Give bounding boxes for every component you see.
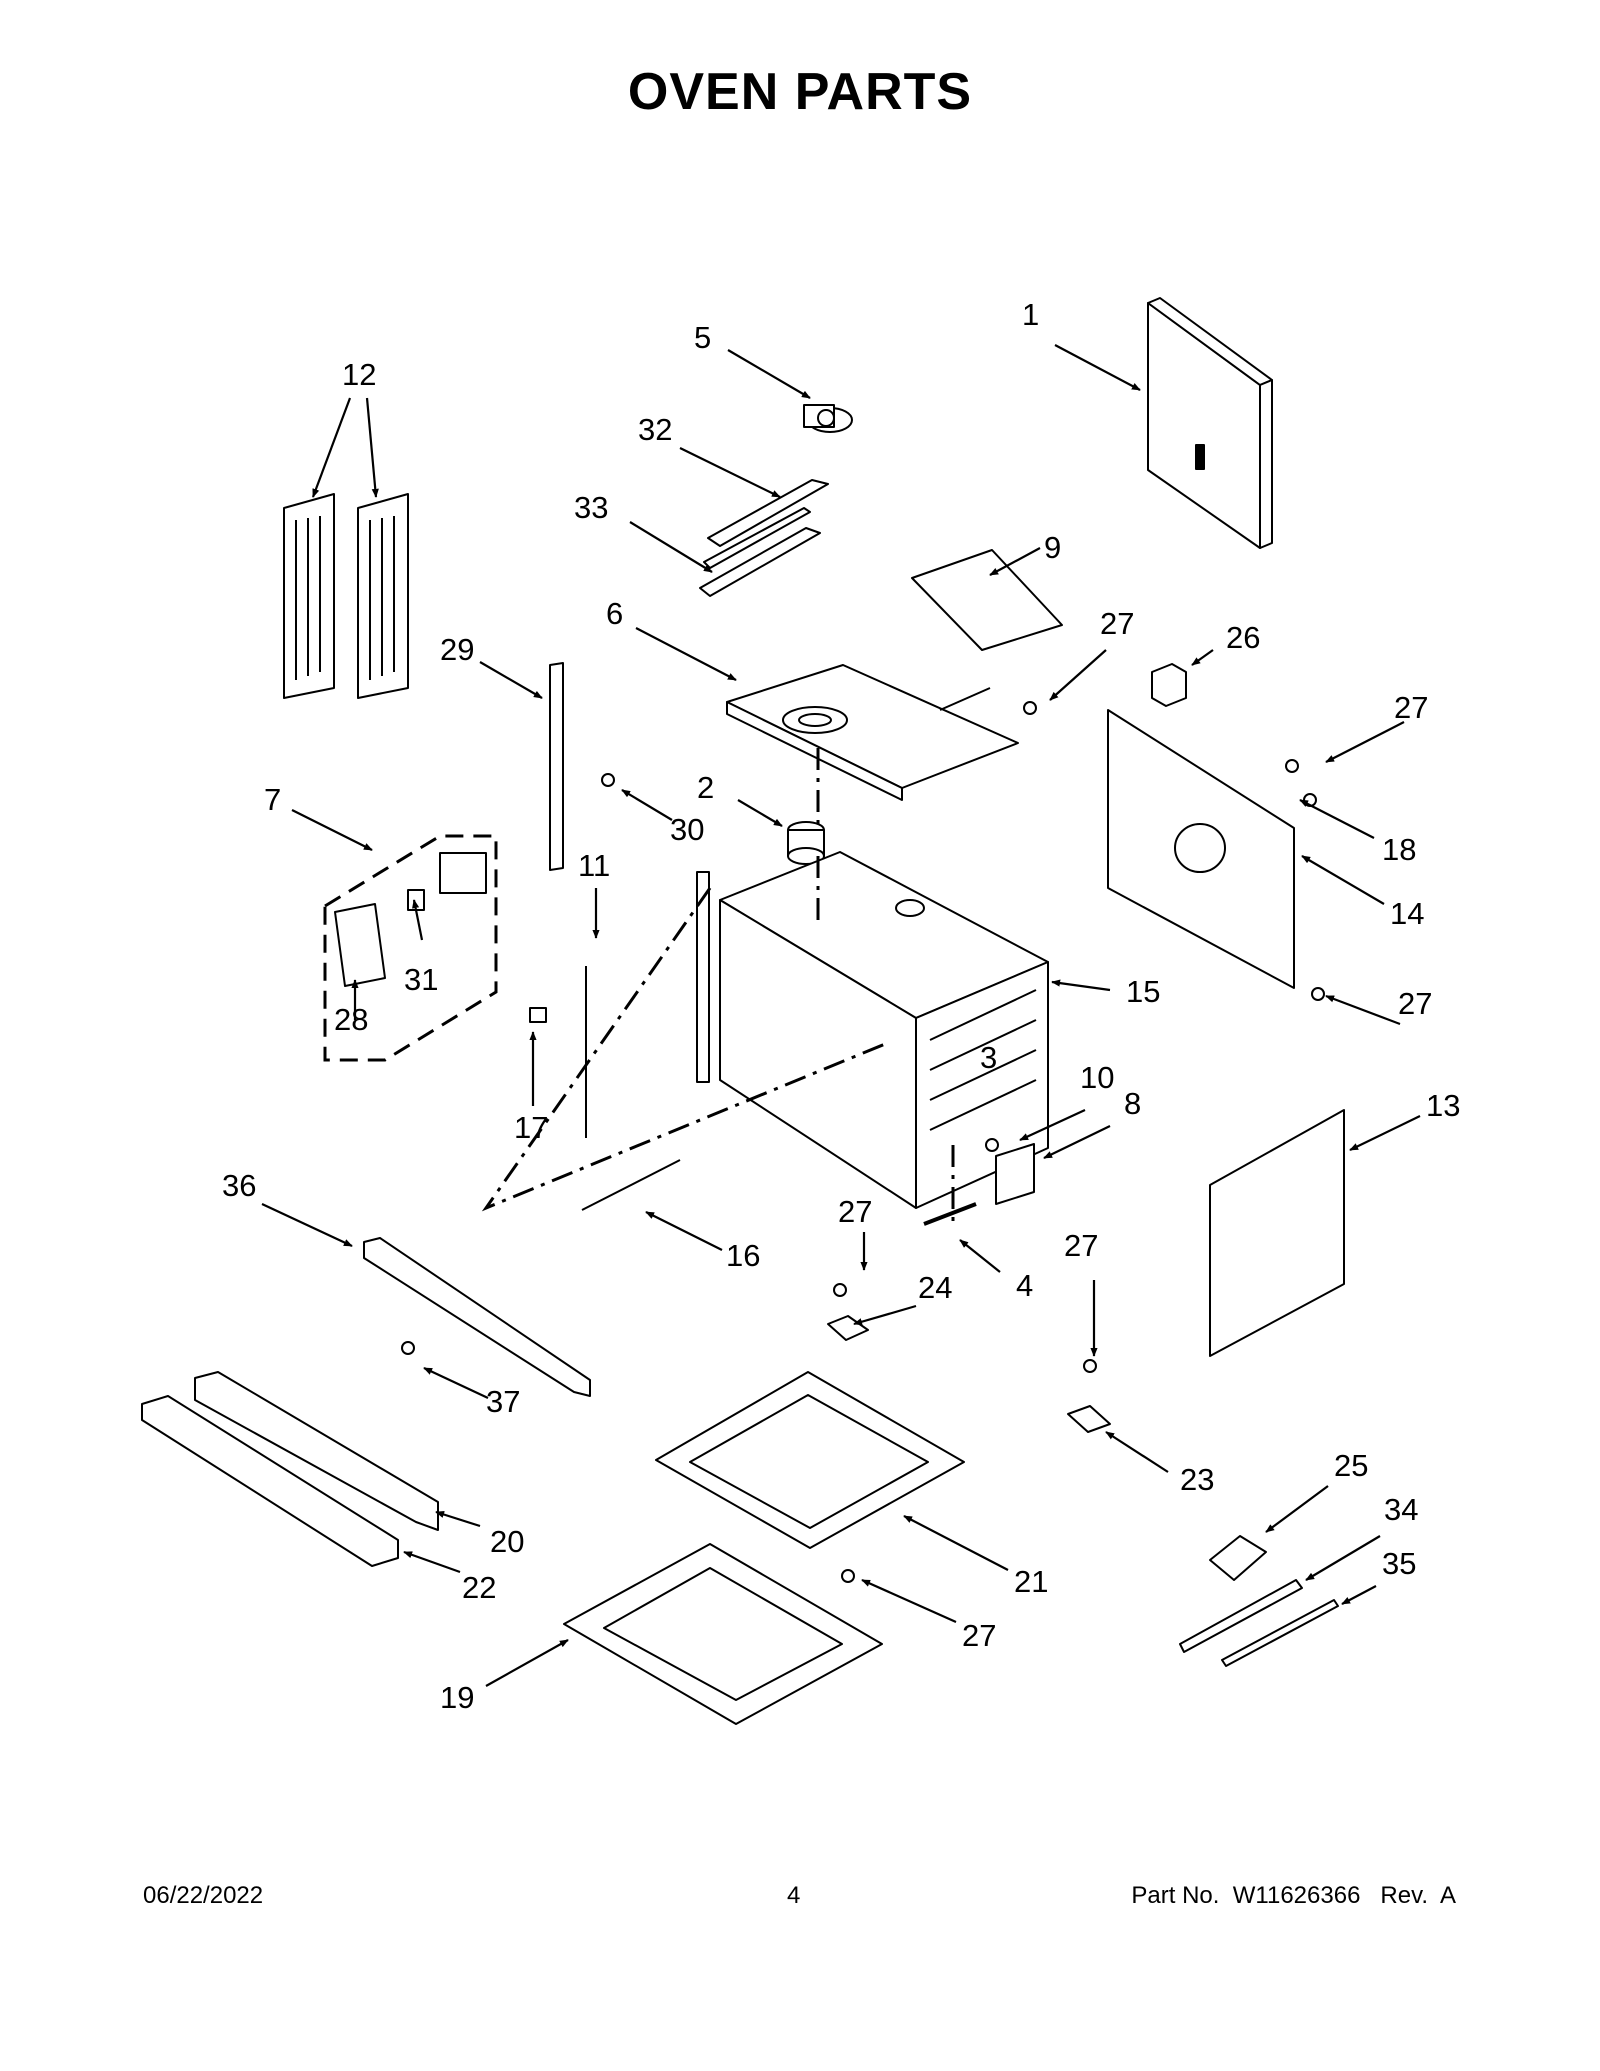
screw-drawings (401, 701, 1325, 1583)
part-callout: 28 (334, 1002, 368, 1037)
part-strip-drawing (549, 662, 564, 871)
part-frame-drawing (655, 1371, 965, 1549)
part-callout: 4 (1016, 1268, 1033, 1303)
part-fan-drawing (787, 821, 825, 865)
part-callout: 37 (486, 1384, 520, 1419)
part-25-34-35-drawing (1179, 1535, 1339, 1667)
part-13-drawing (1209, 1109, 1345, 1357)
part-callout: 30 (670, 812, 704, 847)
part-callout: 3 (980, 1040, 997, 1075)
part-callout: 17 (514, 1110, 548, 1145)
part-side-shields-drawing (283, 493, 409, 699)
part-fan-motor-drawing (803, 404, 853, 433)
part-callout: 27 (838, 1194, 872, 1229)
part-side-panel-drawing (1107, 709, 1295, 989)
part-callout: 18 (1382, 832, 1416, 867)
part-callout: 27 (1064, 1228, 1098, 1263)
part-rails-drawing (141, 1371, 439, 1567)
assembly-lines (481, 748, 955, 1225)
misc-lines (585, 687, 991, 1138)
part-callout: 27 (1398, 986, 1432, 1021)
part-4-drawing (923, 1202, 977, 1226)
part-17-drawing (529, 1007, 547, 1023)
footer-page-number: 4 (787, 1882, 801, 1909)
part-callout: 34 (1384, 1492, 1418, 1527)
part-callout: 9 (1044, 530, 1061, 565)
part-callout: 27 (1394, 690, 1428, 725)
part-callout: 35 (1382, 1546, 1416, 1581)
part-callout: 32 (638, 412, 672, 447)
part-oven-cavity-drawing (696, 851, 1049, 1209)
footer-date: 06/22/2022 (143, 1882, 264, 1909)
part-callout: 11 (578, 848, 610, 883)
part-callout: 31 (404, 962, 438, 997)
part-23-drawing (1067, 1405, 1111, 1433)
part-callout: 10 (1080, 1060, 1114, 1095)
part-callout: 2 (697, 770, 714, 805)
part-36-drawing (363, 1237, 591, 1397)
part-callout: 6 (606, 596, 623, 631)
part-callout: 1 (1022, 297, 1039, 332)
part-top-panel-drawing (911, 549, 1063, 651)
part-callout: 14 (1390, 896, 1424, 931)
part-callout: 12 (342, 357, 376, 392)
part-callout: 7 (264, 782, 281, 817)
part-callout: 26 (1226, 620, 1260, 655)
page-title: OVEN PARTS (627, 63, 973, 121)
part-callout: 27 (1100, 606, 1134, 641)
part-callout: 27 (962, 1618, 996, 1653)
part-callout: 20 (490, 1524, 524, 1559)
part-callout: 24 (918, 1270, 952, 1305)
part-callout: 23 (1180, 1462, 1214, 1497)
part-8-drawing (995, 1143, 1035, 1205)
part-kit-drawing (334, 852, 487, 987)
part-26-drawing (1151, 663, 1187, 707)
part-oven-top-drawing (726, 664, 1019, 801)
part-callout: 15 (1126, 974, 1160, 1009)
kit-box (323, 834, 498, 1062)
part-brackets-drawing (699, 479, 829, 597)
part-callout: 19 (440, 1680, 474, 1715)
footer-part-number: Part No. W11626366 Rev. A (1131, 1882, 1456, 1909)
part-callout: 16 (726, 1238, 760, 1273)
part-back-panel-drawing (1147, 297, 1273, 549)
part-callout: 36 (222, 1168, 256, 1203)
part-callout: 25 (1334, 1448, 1368, 1483)
part-16-drawing (581, 1159, 681, 1211)
part-callout: 8 (1124, 1086, 1141, 1121)
leader-arrows (261, 344, 1421, 1687)
part-callouts: 1 12 5 32 33 9 6 27 26 29 27 2 30 7 11 1… (222, 297, 1460, 1715)
part-callout: 33 (574, 490, 608, 525)
part-callout: 29 (440, 632, 474, 667)
part-callout: 22 (462, 1570, 496, 1605)
part-bottom-panel-drawing (563, 1543, 883, 1725)
part-callout: 21 (1014, 1564, 1048, 1599)
part-callout: 13 (1426, 1088, 1460, 1123)
part-callout: 5 (694, 320, 711, 355)
part-24-drawing (827, 1315, 869, 1341)
